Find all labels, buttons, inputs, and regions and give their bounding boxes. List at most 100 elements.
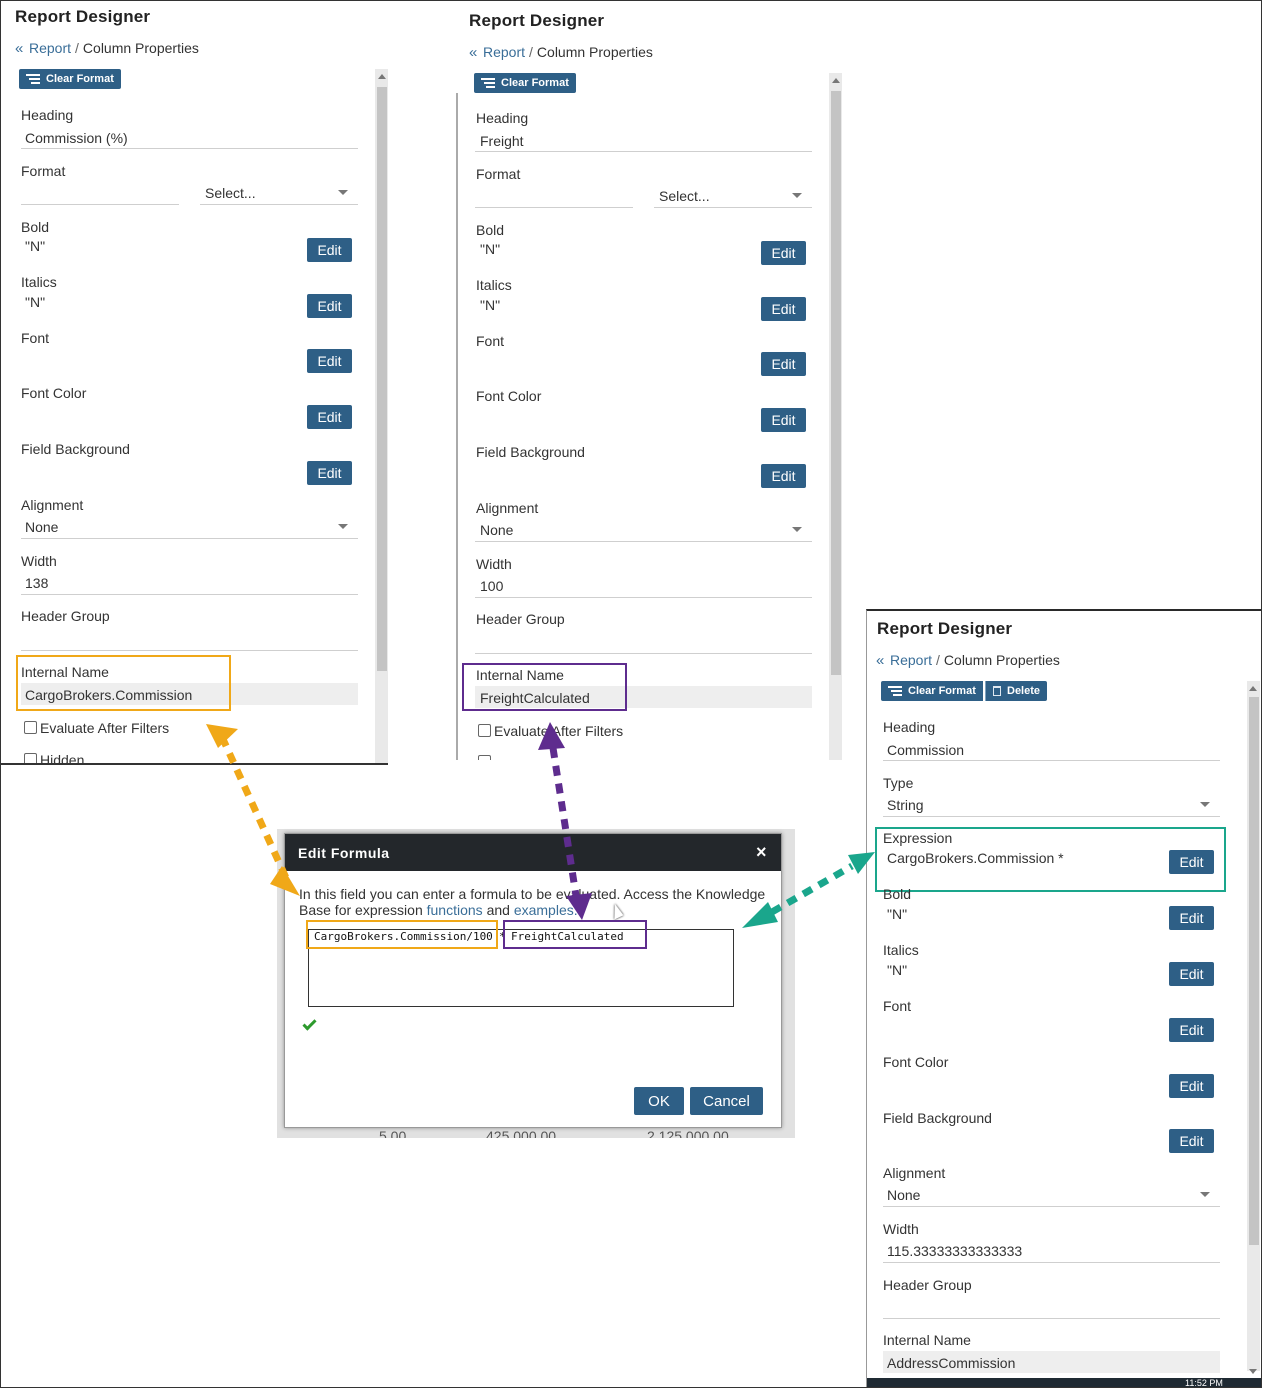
font-color-label: Font Color [476, 388, 542, 404]
bold-edit-button[interactable]: Edit [761, 241, 806, 265]
expression-edit-button[interactable]: Edit [1169, 850, 1214, 874]
cancel-button[interactable]: Cancel [690, 1087, 763, 1115]
italics-label: Italics [21, 274, 57, 290]
field-background-edit-button[interactable]: Edit [761, 464, 806, 488]
heading-input[interactable]: Commission (%) [25, 130, 128, 146]
width-input[interactable]: 115.33333333333333 [887, 1243, 1023, 1259]
and-text: and [486, 902, 510, 918]
close-icon[interactable]: × [756, 842, 768, 862]
delete-button[interactable]: Delete [985, 681, 1048, 701]
italics-edit-button[interactable]: Edit [761, 297, 806, 321]
evaluate-after-filters-checkbox[interactable] [24, 721, 37, 734]
scrollbar-thumb[interactable] [377, 87, 387, 671]
double-chevron-left-icon[interactable]: « [876, 652, 885, 669]
italics-edit-button[interactable]: Edit [307, 294, 352, 318]
font-edit-button[interactable]: Edit [307, 349, 352, 373]
scroll-up-arrow-icon[interactable] [378, 74, 386, 79]
alignment-label: Alignment [883, 1165, 946, 1181]
field-background-label: Field Background [21, 441, 130, 457]
heading-label: Heading [476, 110, 529, 126]
scrollbar-thumb[interactable] [1249, 697, 1259, 1245]
app-title: Report Designer [469, 11, 605, 30]
width-input[interactable]: 100 [480, 578, 504, 594]
clear-format-button[interactable]: Clear Format [881, 681, 983, 701]
field-background-label: Field Background [883, 1110, 992, 1126]
format-select-underline [654, 207, 812, 208]
alignment-select[interactable]: None [887, 1187, 921, 1203]
chevron-down-icon[interactable] [338, 190, 348, 195]
dialog-instructions: In this field you can enter a formula to… [299, 886, 765, 918]
hidden-checkbox[interactable] [24, 753, 37, 763]
scroll-down-arrow-icon[interactable] [1249, 1369, 1257, 1374]
instructions-text: Base for expression [299, 902, 423, 918]
chevron-down-icon[interactable] [1200, 802, 1210, 807]
breadcrumb-current: Column Properties [943, 652, 1060, 668]
chevron-down-icon[interactable] [792, 527, 802, 532]
breadcrumb-report-link[interactable]: Report [29, 40, 72, 56]
scroll-up-arrow-icon[interactable] [832, 78, 840, 83]
middle-column-properties-panel: Report Designer «Report/Column Propertie… [455, 5, 843, 760]
header-group-underline [21, 650, 358, 651]
alignment-label: Alignment [476, 500, 539, 516]
double-chevron-left-icon[interactable]: « [469, 44, 478, 61]
alignment-select[interactable]: None [25, 519, 59, 535]
breadcrumb-current: Column Properties [82, 40, 199, 56]
delete-label: Delete [1007, 685, 1041, 697]
chevron-down-icon[interactable] [1200, 1192, 1210, 1197]
format-select[interactable]: Select... [205, 185, 256, 201]
app-title: Report Designer [15, 7, 151, 26]
font-color-edit-button[interactable]: Edit [307, 405, 352, 429]
field-background-edit-button[interactable]: Edit [307, 461, 352, 485]
clear-format-icon [26, 72, 40, 86]
font-color-edit-button[interactable]: Edit [761, 408, 806, 432]
type-select[interactable]: String [887, 797, 924, 813]
functions-link[interactable]: functions [426, 902, 483, 918]
alignment-select[interactable]: None [480, 522, 514, 538]
taskbar-strip [867, 1378, 1261, 1387]
formula-textarea[interactable] [308, 929, 734, 1007]
examples-link[interactable]: examples. [513, 902, 578, 918]
alignment-label: Alignment [21, 497, 84, 513]
bold-label: Bold [476, 222, 505, 238]
clear-format-icon [481, 76, 495, 90]
formula-part-1: CargoBrokers.Commission/100 [314, 930, 493, 943]
ok-button[interactable]: OK [634, 1087, 684, 1115]
internal-name-label: Internal Name [21, 664, 109, 680]
font-edit-button[interactable]: Edit [761, 352, 806, 376]
chevron-down-icon[interactable] [338, 524, 348, 529]
panel-left-border [456, 93, 458, 760]
bold-edit-button[interactable]: Edit [307, 238, 352, 262]
evaluate-after-filters-checkbox[interactable] [478, 724, 491, 737]
width-input[interactable]: 138 [25, 575, 49, 591]
hidden-checkbox[interactable] [478, 755, 491, 760]
edit-formula-dialog: Edit Formula × In this field you can ent… [284, 833, 782, 1128]
format-label: Format [21, 163, 66, 179]
bold-edit-button[interactable]: Edit [1169, 906, 1214, 930]
chevron-down-icon[interactable] [792, 193, 802, 198]
clear-format-button[interactable]: Clear Format [474, 73, 576, 93]
breadcrumb: «Report/Column Properties [469, 44, 653, 61]
formula-part-2: FreightCalculated [511, 930, 624, 943]
clear-format-button[interactable]: Clear Format [19, 69, 121, 89]
breadcrumb-report-link[interactable]: Report [890, 652, 933, 668]
italics-label: Italics [883, 942, 919, 958]
bold-label: Bold [883, 886, 912, 902]
scrollbar-thumb[interactable] [831, 91, 841, 675]
heading-underline [21, 148, 358, 149]
font-color-edit-button[interactable]: Edit [1169, 1074, 1214, 1098]
italics-edit-button[interactable]: Edit [1169, 962, 1214, 986]
double-chevron-left-icon[interactable]: « [15, 40, 24, 57]
heading-input[interactable]: Commission [887, 742, 965, 758]
field-background-edit-button[interactable]: Edit [1169, 1129, 1214, 1153]
width-label: Width [883, 1221, 919, 1237]
scroll-up-arrow-icon[interactable] [1249, 686, 1257, 691]
clear-format-label: Clear Format [46, 73, 114, 85]
font-edit-button[interactable]: Edit [1169, 1018, 1214, 1042]
font-color-label: Font Color [883, 1054, 949, 1070]
heading-input[interactable]: Freight [480, 133, 524, 149]
font-label: Font [883, 998, 912, 1014]
alignment-underline [475, 541, 812, 542]
expression-label: Expression [883, 830, 953, 846]
breadcrumb-report-link[interactable]: Report [483, 44, 526, 60]
format-select[interactable]: Select... [659, 188, 710, 204]
